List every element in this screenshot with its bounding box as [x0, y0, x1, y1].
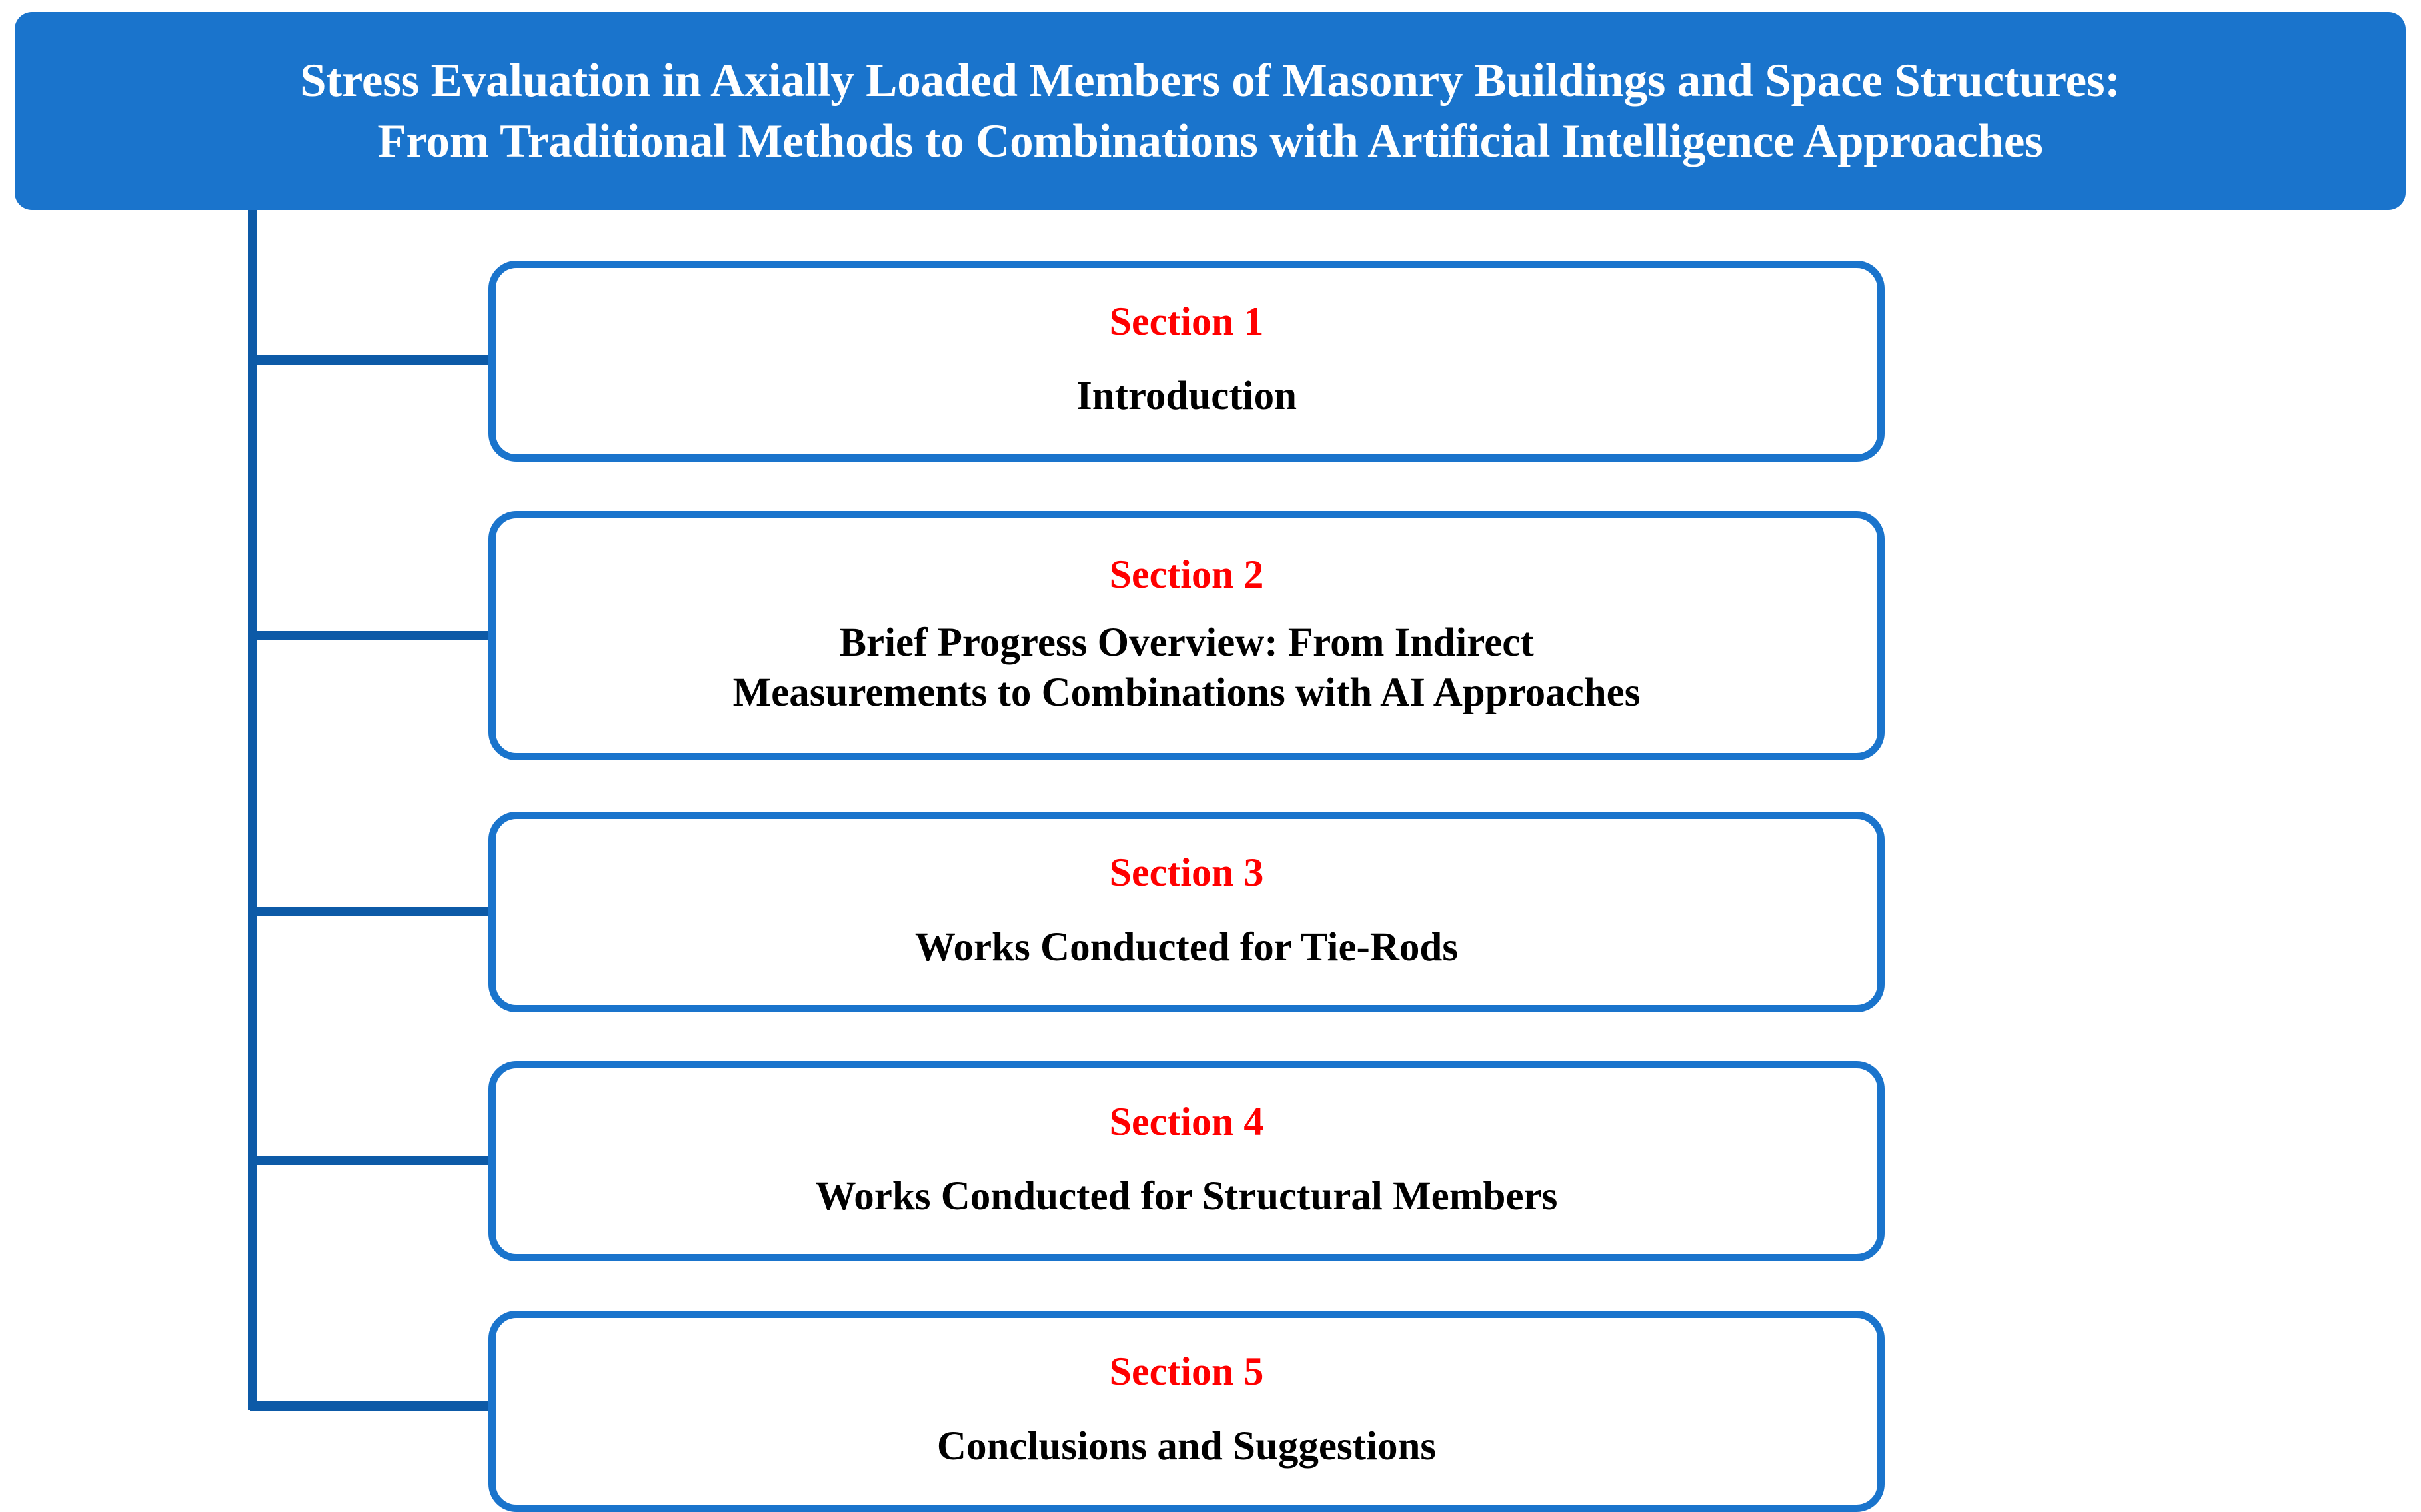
diagram-title-line-1: Stress Evaluation in Axially Loaded Memb…	[300, 54, 2120, 107]
section-box-4[interactable]: Section 4 Works Conducted for Structural…	[488, 1061, 1885, 1261]
section-body-line: Conclusions and Suggestions	[936, 1424, 1437, 1469]
section-body-3: Works Conducted for Tie-Rods	[915, 923, 1458, 972]
section-body-line: Brief Progress Overview: From Indirect	[839, 620, 1534, 666]
section-box-5[interactable]: Section 5 Conclusions and Suggestions	[488, 1311, 1885, 1512]
section-body-line: Measurements to Combinations with AI App…	[732, 670, 1641, 715]
diagram-title-line-2: From Traditional Methods to Combinations…	[377, 115, 2043, 167]
section-body-2: Brief Progress Overview: From Indirect M…	[733, 618, 1641, 718]
section-heading-5: Section 5	[1109, 1349, 1264, 1394]
section-heading-3: Section 3	[1109, 850, 1264, 894]
section-body-5: Conclusions and Suggestions	[937, 1422, 1436, 1471]
section-body-line: Works Conducted for Structural Members	[815, 1173, 1558, 1219]
section-heading-4: Section 4	[1109, 1099, 1264, 1143]
section-body-line: Works Conducted for Tie-Rods	[914, 924, 1459, 970]
section-heading-2: Section 2	[1109, 552, 1264, 597]
section-box-3[interactable]: Section 3 Works Conducted for Tie-Rods	[488, 812, 1885, 1012]
section-body-1: Introduction	[1076, 372, 1297, 421]
section-box-1[interactable]: Section 1 Introduction	[488, 261, 1885, 462]
section-body-line: Introduction	[1076, 374, 1297, 419]
section-body-4: Works Conducted for Structural Members	[816, 1172, 1558, 1221]
section-heading-1: Section 1	[1109, 299, 1264, 344]
section-box-2[interactable]: Section 2 Brief Progress Overview: From …	[488, 511, 1885, 760]
diagram-title-banner: Stress Evaluation in Axially Loaded Memb…	[15, 12, 2406, 210]
